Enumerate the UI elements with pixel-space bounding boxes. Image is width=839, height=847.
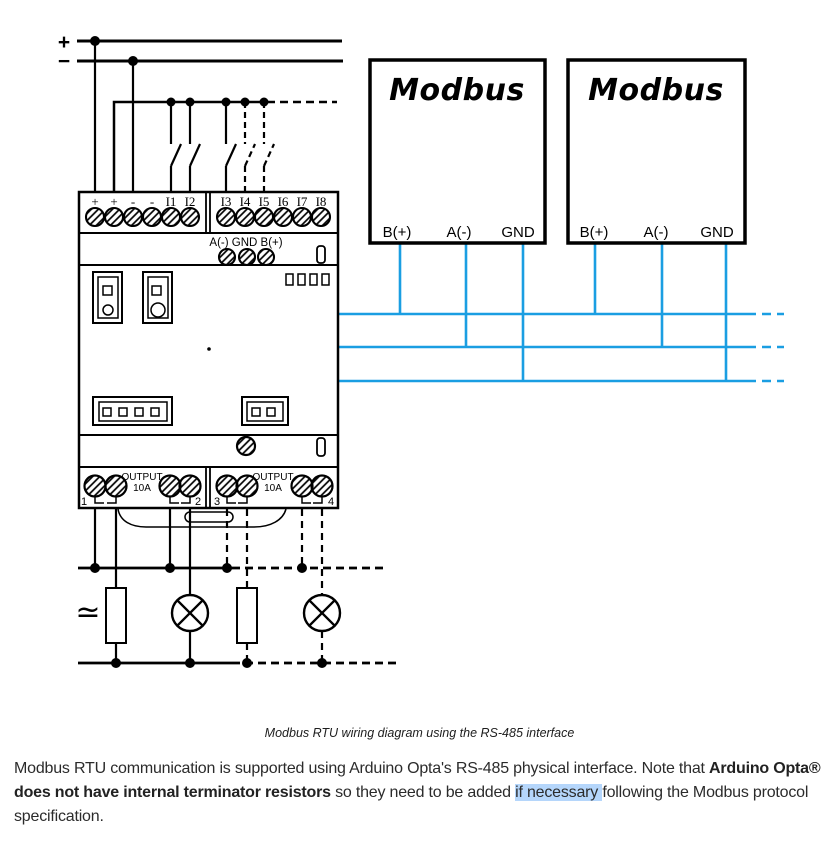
relay-contact-marks: 1 2 3 4 [81, 496, 334, 508]
input-terminal-label: I2 [185, 194, 196, 209]
input-switch-i1 [166, 97, 183, 192]
a-minus-label: A(-) [447, 224, 472, 241]
power-rails: + − [58, 31, 343, 192]
a-minus-label: A(-) [644, 224, 669, 241]
resistor-load-1 [105, 587, 127, 644]
rs485-terminal-labels: A(-) GND B(+) [209, 237, 282, 249]
output-load-wiring: ≃ [75, 509, 397, 668]
input-terminal-label: I1 [166, 194, 177, 209]
relay-window-1 [92, 271, 123, 324]
expansion-connector-2 [241, 396, 289, 426]
minus-rail-label: − [58, 50, 70, 73]
paragraph-text-mid: so they need to be added [330, 784, 516, 801]
output-label: OUTPUT [121, 472, 162, 483]
gnd-label: GND [700, 224, 734, 241]
modbus-node-outline [566, 58, 747, 245]
input-terminal-label: + [91, 194, 98, 209]
wiring-diagram: + − [58, 31, 784, 668]
input-terminal-label: - [131, 194, 135, 209]
output-amps-label: 10A [133, 483, 151, 494]
rs485-port: A(-) GND B(+) [209, 237, 326, 267]
input-switch-i2 [185, 97, 202, 192]
input-terminal-label: I8 [316, 194, 327, 209]
figure-caption: Modbus RTU wiring diagram using the RS-4… [264, 726, 575, 740]
rs485-gnd-terminal [237, 247, 257, 267]
input-terminal-label: I7 [297, 194, 308, 209]
paragraph-text-start: Modbus RTU communication is supported us… [14, 760, 710, 777]
resistor-load-2 [236, 587, 258, 644]
output-label: OUTPUT [252, 472, 293, 483]
input-terminal-label: I3 [221, 194, 232, 209]
output-number: 2 [195, 496, 201, 508]
body-paragraph: Modbus RTU communication is supported us… [14, 757, 836, 829]
slot [316, 437, 326, 457]
output-number: 4 [328, 496, 334, 508]
input-switch-i3 [221, 97, 238, 192]
rs485-a-terminal [217, 247, 237, 267]
input-switch-i4 [240, 97, 257, 192]
input-switch-bus [112, 97, 337, 192]
modbus-node-2: Modbus B(+) A(-) GND [566, 58, 747, 245]
modbus-node-1: Modbus B(+) A(-) GND [368, 58, 547, 245]
din-clip [117, 508, 287, 528]
expansion-connector-1 [92, 396, 173, 426]
screw-terminals [84, 206, 332, 228]
input-terminal-label: + [110, 194, 117, 209]
lamp-load-2 [302, 593, 342, 633]
input-terminal-label: - [150, 194, 154, 209]
input-terminal-block: + + - - I1 I2 I3 I4 I5 I6 I7 I8 [84, 194, 332, 228]
input-terminal-label: I4 [240, 194, 251, 209]
b-plus-label: B(+) [383, 224, 412, 241]
paragraph-text-end: following the Modbus protocol specificat… [14, 784, 809, 825]
input-terminal-label: I5 [259, 194, 270, 209]
highlighted-text: if necessary [515, 784, 603, 801]
relay-window-2 [142, 271, 173, 324]
input-switch-i5 [259, 97, 276, 192]
modbus-title: Modbus [389, 73, 525, 108]
input-terminal-label: I6 [278, 194, 289, 209]
ac-symbol: ≃ [75, 595, 100, 630]
opta-device: + + - - I1 I2 I3 I4 I5 I6 I7 I8 [77, 190, 340, 510]
gnd-label: GND [501, 224, 535, 241]
mounting-screw [235, 435, 257, 457]
rs485-b-terminal [256, 247, 276, 267]
modbus-title: Modbus [588, 73, 724, 108]
modbus-node-outline [368, 58, 547, 245]
output-amps-label: 10A [264, 483, 282, 494]
bus-riser [112, 100, 267, 192]
plus-rail-label: + [58, 31, 70, 54]
paragraph-bold-text: Arduino Opta® does not have internal ter… [14, 760, 821, 801]
output-number: 3 [214, 496, 220, 508]
b-plus-label: B(+) [580, 224, 609, 241]
slot [316, 245, 326, 264]
body-dot [207, 347, 211, 351]
lamp-load-1 [170, 593, 210, 633]
output-number: 1 [81, 496, 87, 508]
status-leds [285, 273, 330, 286]
